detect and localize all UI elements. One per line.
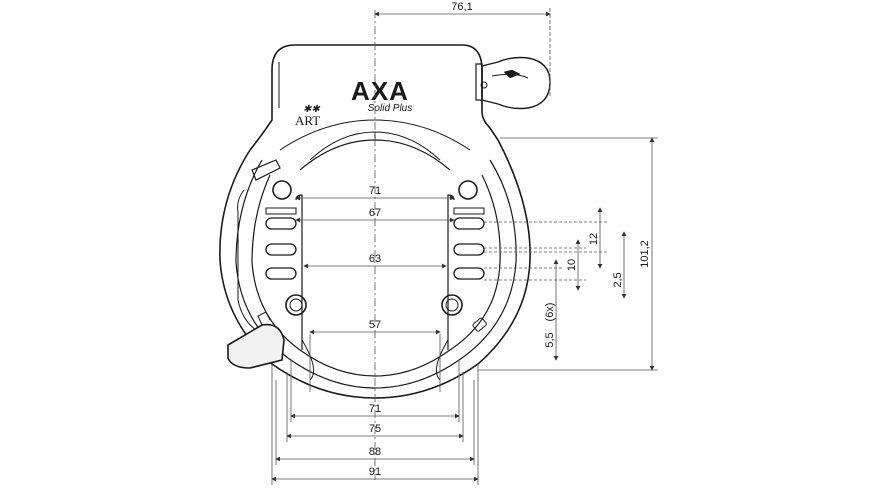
dim-inner-67: 67 [369,207,381,219]
dim-inner-63: 63 [369,253,381,265]
dim-inner-57: 57 [369,319,381,331]
slot-bars-left [265,207,297,280]
slot-bars-right [453,207,485,280]
dim-height: 101,2 [639,240,651,268]
dim-bottom-71: 71 [369,403,381,415]
dim-bottom-88: 88 [369,446,381,458]
dim-slot-12: 12 [588,233,600,245]
dim-bottom-91: 91 [369,466,381,478]
dim-slot-5-5: 5,5 [544,332,556,347]
dimension-lines [271,8,658,485]
dim-slot-10: 10 [566,259,578,271]
dim-pitch: 2,5 [612,272,624,287]
model-name: Solid Plus [368,103,412,114]
dim-slot-count: (6x) [544,303,556,322]
brand-logo: AXA [351,76,409,106]
dim-inner-71: 71 [369,185,381,197]
dim-bottom-75: 75 [369,423,381,435]
key-icon [475,56,551,110]
cert-stars: ✱✱ [303,104,320,115]
dim-top-width: 76,1 [451,1,472,13]
cert-mark: ART [295,113,320,128]
